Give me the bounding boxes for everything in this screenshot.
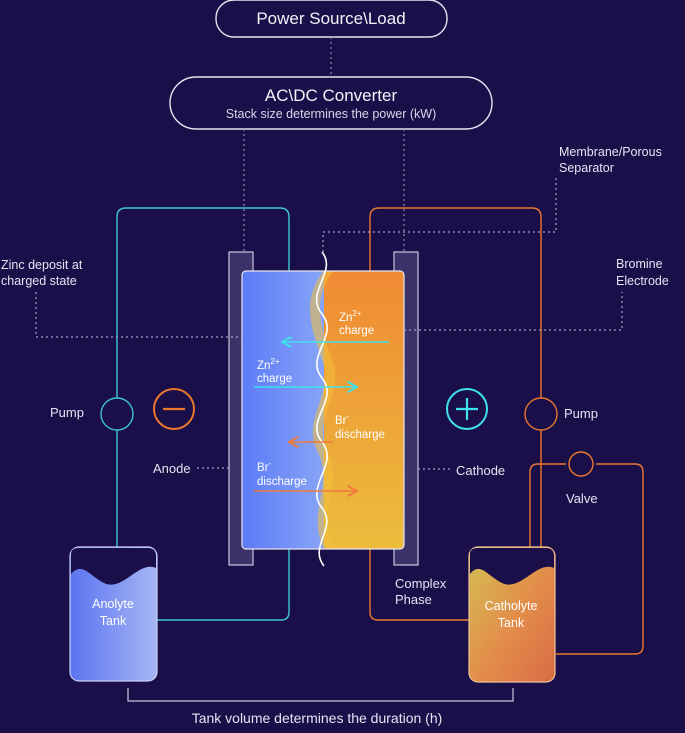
- power-source-label: Power Source\Load: [256, 9, 405, 28]
- bromine-label-line2: Electrode: [616, 274, 669, 288]
- svg-text:Zn2+: Zn2+: [257, 357, 280, 372]
- svg-text:charge: charge: [257, 373, 292, 385]
- left-pump-label: Pump: [50, 405, 84, 420]
- catholyte-circuit: [369, 207, 644, 655]
- valve-label: Valve: [566, 491, 598, 506]
- catholyte-half-cell: [324, 271, 404, 549]
- anolyte-circuit: [116, 207, 290, 621]
- zn-charge-label-cathode-side: Zn2+ charge: [339, 309, 374, 337]
- valve-icon: [568, 451, 594, 477]
- anolyte-tank-label-line1: Anolyte: [92, 597, 134, 611]
- membrane-separator-line: [315, 251, 328, 567]
- svg-text:charge: charge: [339, 325, 374, 337]
- zinc-label-line2: charged state: [1, 274, 77, 288]
- duration-bracket: [127, 688, 514, 702]
- cathode-label: Cathode: [456, 463, 505, 478]
- converter-box: AC\DC Converter Stack size determines th…: [169, 76, 493, 130]
- duration-label: Tank volume determines the duration (h): [192, 710, 443, 726]
- zinc-callout-leader: [35, 292, 242, 338]
- zn-charge-label-anode-side: Zn2+ charge: [257, 357, 292, 385]
- complex-phase-label-line1: Complex: [395, 576, 447, 591]
- negative-terminal-icon: [153, 388, 195, 430]
- svg-text:Br-: Br-: [257, 459, 272, 474]
- membrane-label-line2: Separator: [559, 161, 614, 175]
- converter-subtitle: Stack size determines the power (kW): [226, 107, 437, 121]
- zinc-label-line1: Zinc deposit at: [1, 258, 83, 272]
- svg-text:discharge: discharge: [335, 429, 385, 441]
- bromine-callout-leader: [404, 292, 623, 331]
- left-pump-icon: [100, 397, 134, 431]
- complex-phase-label-line2: Phase: [395, 592, 432, 607]
- anode-label: Anode: [153, 461, 191, 476]
- br-discharge-label-anode-side: Br- discharge: [257, 459, 307, 488]
- catholyte-tank: Catholyte Tank: [468, 546, 556, 683]
- bromine-label-line1: Bromine: [616, 257, 663, 271]
- anolyte-tank-label-line2: Tank: [100, 614, 127, 628]
- right-pump-label: Pump: [564, 406, 598, 421]
- catholyte-tank-label-line1: Catholyte: [485, 599, 538, 613]
- membrane-callout-leader: [322, 176, 557, 252]
- svg-text:Br-: Br-: [335, 412, 350, 427]
- membrane-label-line1: Membrane/Porous: [559, 145, 662, 159]
- right-pump-icon: [524, 397, 558, 431]
- power-source-box: Power Source\Load: [215, 0, 448, 38]
- br-discharge-label-cathode-side: Br- discharge: [335, 412, 385, 441]
- anolyte-tank: Anolyte Tank: [69, 546, 158, 682]
- svg-text:Zn2+: Zn2+: [339, 309, 362, 324]
- catholyte-tank-label-line2: Tank: [498, 616, 525, 630]
- converter-title: AC\DC Converter: [265, 86, 398, 105]
- cell-outline: [241, 270, 405, 550]
- anolyte-half-cell: [242, 271, 328, 549]
- positive-terminal-icon: [446, 388, 488, 430]
- svg-text:discharge: discharge: [257, 476, 307, 488]
